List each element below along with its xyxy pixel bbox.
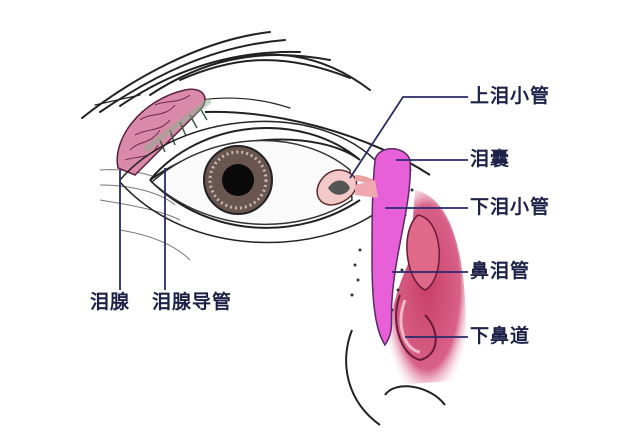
label-lacrimal-sac: 泪囊 (470, 148, 511, 170)
nose-outline (345, 329, 381, 426)
label-nasolacrimal-duct: 鼻泪管 (470, 260, 531, 282)
label-lacrimal-gland: 泪腺 (90, 291, 131, 313)
lacrimal-puncta (316, 169, 386, 206)
gland-lobules (124, 94, 191, 161)
label-lacrimal-gland-ducts: 泪腺导管 (152, 291, 233, 313)
label-upper-canaliculus: 上泪小管 (470, 85, 551, 107)
label-lower-canaliculus: 下泪小管 (470, 196, 551, 218)
iris (203, 145, 273, 215)
label-inferior-meatus: 下鼻道 (470, 325, 531, 347)
pupil (222, 164, 254, 196)
eyebrow (81, 31, 371, 119)
leader-lines (119, 96, 468, 338)
